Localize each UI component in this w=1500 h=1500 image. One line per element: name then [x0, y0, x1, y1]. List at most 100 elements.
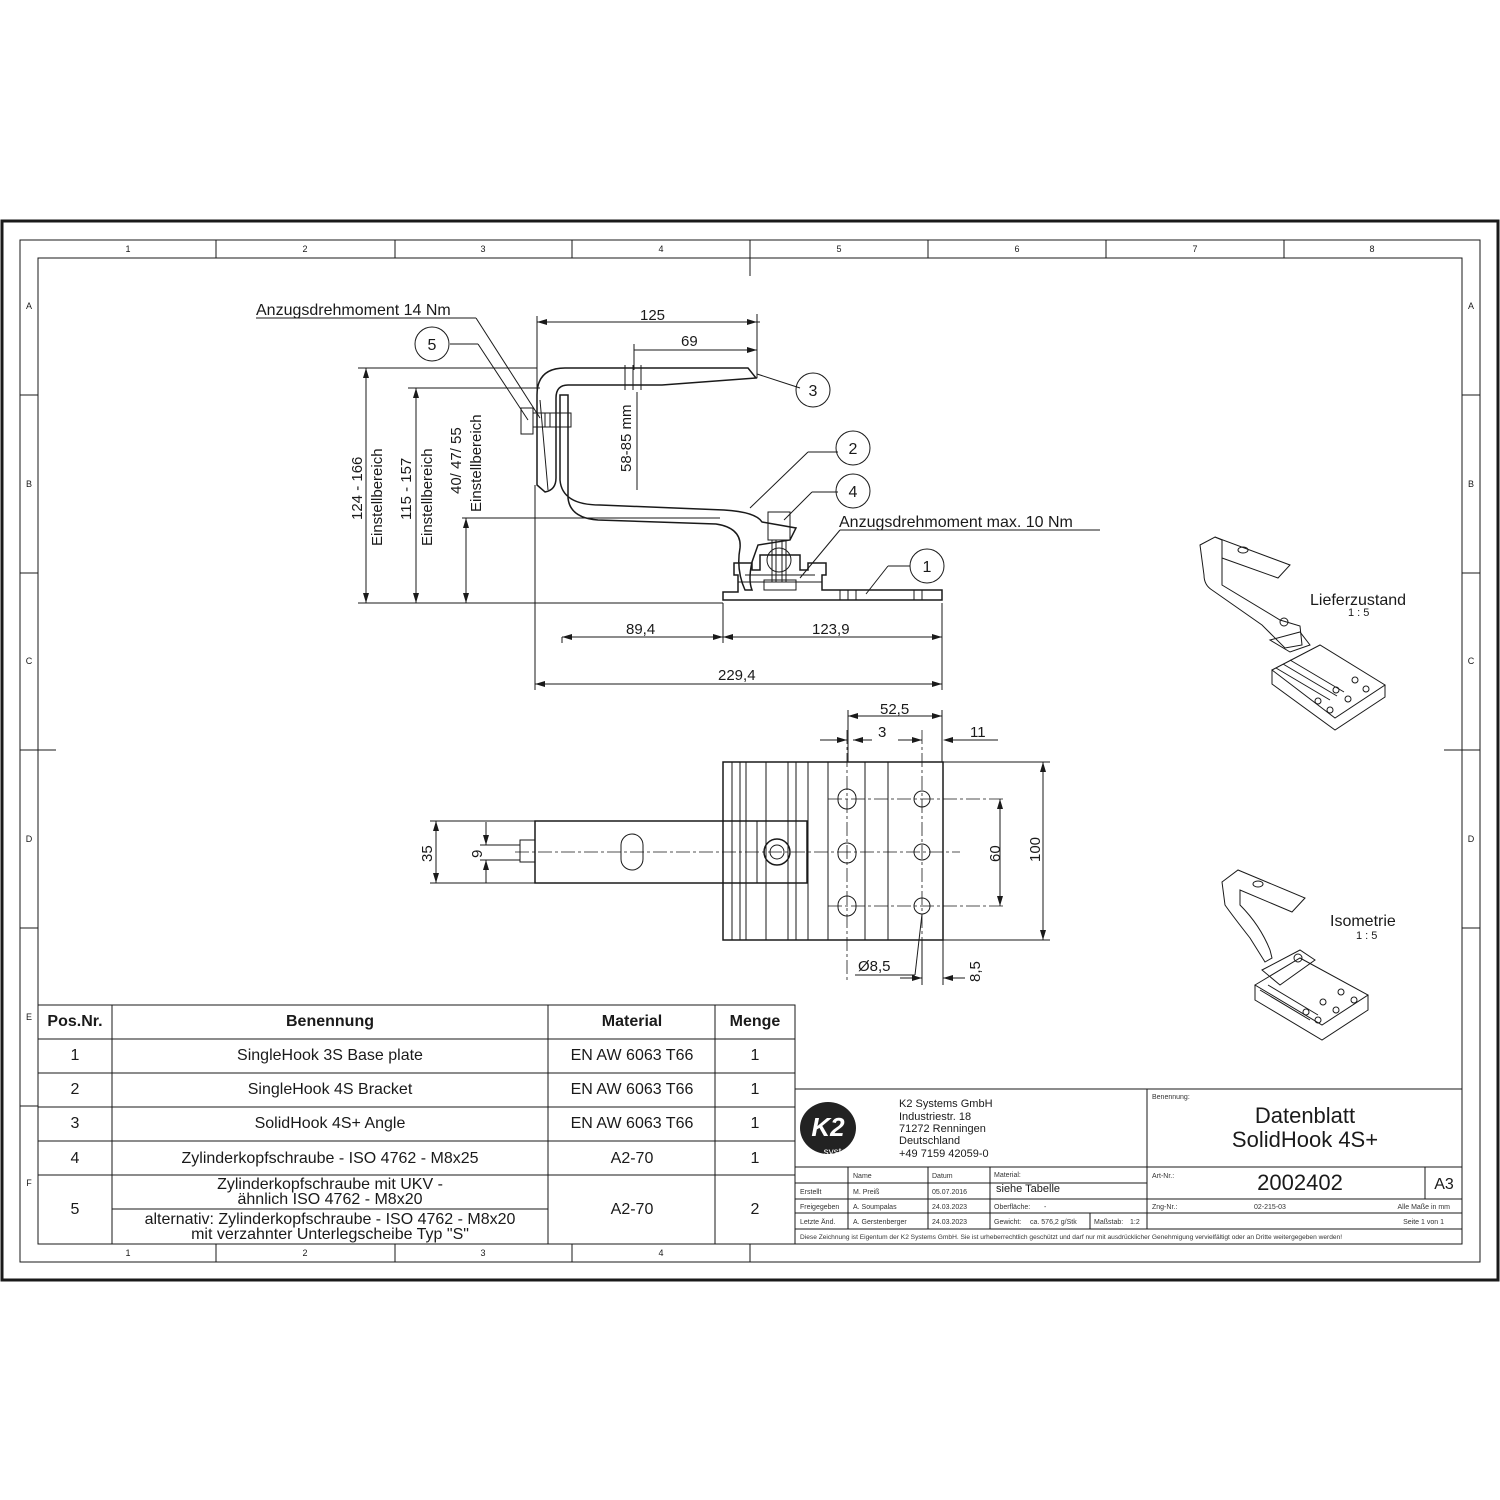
gewicht-label: Gewicht: [994, 1219, 1021, 1226]
table-header-menge: Menge [730, 1013, 781, 1030]
col-datum: Datum [932, 1173, 953, 1180]
table-header-benennung: Benennung [286, 1013, 374, 1030]
table-row-2-name: SingleHook 4S Bracket [248, 1081, 413, 1098]
table-row-5-name-line-1: Zylinderkopfschraube mit UKV - [217, 1176, 443, 1193]
table-row-2-pos: 2 [71, 1081, 80, 1098]
dim-40-47-55: 40/ 47/ 55 [448, 427, 465, 494]
zngnr-label: Zng-Nr.: [1152, 1204, 1177, 1211]
screw-5 [520, 399, 572, 491]
dim-58-85: 58-85 mm [618, 404, 635, 472]
table-row-5-pos: 5 [71, 1201, 80, 1218]
svg-text:5: 5 [428, 337, 437, 354]
zone-col-1: 1 [125, 244, 130, 254]
sheet-note: Seite 1 von 1 [1403, 1219, 1444, 1226]
bracket-part [559, 394, 798, 591]
zone-col-4-bottom: 4 [658, 1248, 663, 1258]
erstellt-name: M. Preiß [853, 1189, 879, 1196]
outer-frame [0, 219, 1500, 1282]
copyright-note: Diese Zeichnung ist Eigentum der K2 Syst… [800, 1234, 1342, 1241]
zone-col-7: 7 [1192, 244, 1197, 254]
dim-124-166: 124 - 166 [349, 457, 366, 520]
dim-3: 3 [878, 724, 886, 741]
zone-col-2: 2 [302, 244, 307, 254]
centerlines [515, 730, 1006, 980]
svg-text:1: 1 [923, 559, 932, 576]
table-row-2-qty: 1 [751, 1081, 760, 1098]
dim-d8-5: Ø8,5 [858, 958, 891, 975]
company-line-1: K2 Systems GmbH [899, 1098, 993, 1110]
zone-row-b-right: B [1468, 479, 1474, 489]
zone-col-1-bottom: 1 [125, 1248, 130, 1258]
gewicht-value: ca. 576,2 g/Stk [1030, 1219, 1077, 1226]
company-line-5: +49 7159 42059-0 [899, 1148, 989, 1160]
oberflaeche-label: Oberfläche: [994, 1204, 1030, 1211]
dim-9: 9 [469, 850, 486, 858]
table-row-5-name-line-4: mit verzahnter Unterlegscheibe Typ "S" [191, 1226, 469, 1243]
letzte-label: Letzte Änd. [800, 1218, 835, 1226]
zone-column-labels: 1 2 3 4 5 6 7 8 1 2 3 4 [125, 244, 1374, 1258]
zone-row-labels: A B C D E F A B C D [26, 301, 1475, 1188]
oberflaeche-value: - [1044, 1204, 1047, 1211]
balloon-1: 1 [909, 548, 945, 584]
title-block: K2 systems K2 Systems GmbH Industriestr.… [794, 1088, 1463, 1245]
einstellbereich-1: Einstellbereich [369, 448, 386, 546]
zone-col-3: 3 [480, 244, 485, 254]
torque-top-label: Anzugsdrehmoment 14 Nm [256, 302, 451, 319]
table-row-5-name-line-3: alternativ: Zylinderkopfschraube - ISO 4… [145, 1211, 516, 1228]
dim-52-5: 52,5 [880, 701, 909, 718]
zone-row-c: C [26, 656, 33, 666]
title-line-1: Datenblatt [1255, 1103, 1355, 1128]
side-arrowheads [363, 319, 942, 687]
table-row-1-material: EN AW 6063 T66 [571, 1047, 694, 1064]
dim-8-5: 8,5 [967, 961, 984, 982]
company-line-4: Deutschland [899, 1135, 960, 1147]
zone-row-e: E [26, 1012, 32, 1022]
table-row-4-material: A2-70 [611, 1150, 654, 1167]
table-row-3-pos: 3 [71, 1115, 80, 1132]
base-plate-grooves [731, 762, 889, 940]
zone-row-a: A [26, 301, 32, 311]
zone-row-b: B [26, 479, 32, 489]
torque-mid-label: Anzugsdrehmoment max. 10 Nm [839, 514, 1073, 531]
svg-text:3: 3 [809, 383, 818, 400]
dim-229-4: 229,4 [718, 667, 756, 684]
zone-row-f: F [26, 1178, 32, 1188]
table-row-3-material: EN AW 6063 T66 [571, 1115, 694, 1132]
company-line-2: Industriestr. 18 [899, 1111, 971, 1123]
benennung-label: Benennung: [1152, 1094, 1190, 1101]
zone-col-4: 4 [658, 244, 663, 254]
freigegeben-name: A. Soumpalas [853, 1204, 897, 1211]
dim-123-9: 123,9 [812, 621, 850, 638]
table-row-1-qty: 1 [751, 1047, 760, 1064]
table-row-4-name: Zylinderkopfschraube - ISO 4762 - M8x25 [181, 1150, 478, 1167]
erstellt-date: 05.07.2016 [932, 1189, 967, 1196]
side-view: Anzugsdrehmoment 14 Nm 1 2 5 69 58-85 mm 1… [256, 302, 1100, 690]
masse-note: Alle Maße in mm [1397, 1204, 1450, 1211]
massstab-value: 1:2 [1130, 1219, 1140, 1226]
zone-col-6: 6 [1014, 244, 1019, 254]
zone-col-3-bottom: 3 [480, 1248, 485, 1258]
table-row-3-qty: 1 [751, 1115, 760, 1132]
table-row-5-material: A2-70 [611, 1201, 654, 1218]
table-row-4-qty: 1 [751, 1150, 760, 1167]
col-name: Name [853, 1173, 872, 1180]
balloon-2: 2 [835, 430, 871, 466]
dim-115-157: 115 - 157 [398, 458, 415, 520]
dim-35: 35 [419, 845, 436, 862]
balloon-3: 3 [795, 372, 831, 408]
freigegeben-date: 24.03.2023 [932, 1204, 967, 1211]
letzte-date: 24.03.2023 [932, 1219, 967, 1226]
dim-69: 69 [681, 333, 698, 350]
svg-text:4: 4 [849, 484, 858, 501]
einstellbereich-3: Einstellbereich [468, 414, 485, 512]
zone-col-5: 5 [836, 244, 841, 254]
zone-row-d-right: D [1468, 834, 1475, 844]
dim-11: 11 [970, 724, 986, 741]
lieferzustand-scale: 1 : 5 [1348, 607, 1369, 619]
iso-view-isometrie [1221, 869, 1369, 1041]
zone-row-c-right: C [1468, 656, 1475, 666]
freigegeben-label: Freigegeben [800, 1204, 839, 1211]
base-plate-details [624, 365, 923, 600]
table-header-pos: Pos.Nr. [47, 1013, 102, 1030]
material-value: siehe Tabelle [996, 1183, 1060, 1195]
